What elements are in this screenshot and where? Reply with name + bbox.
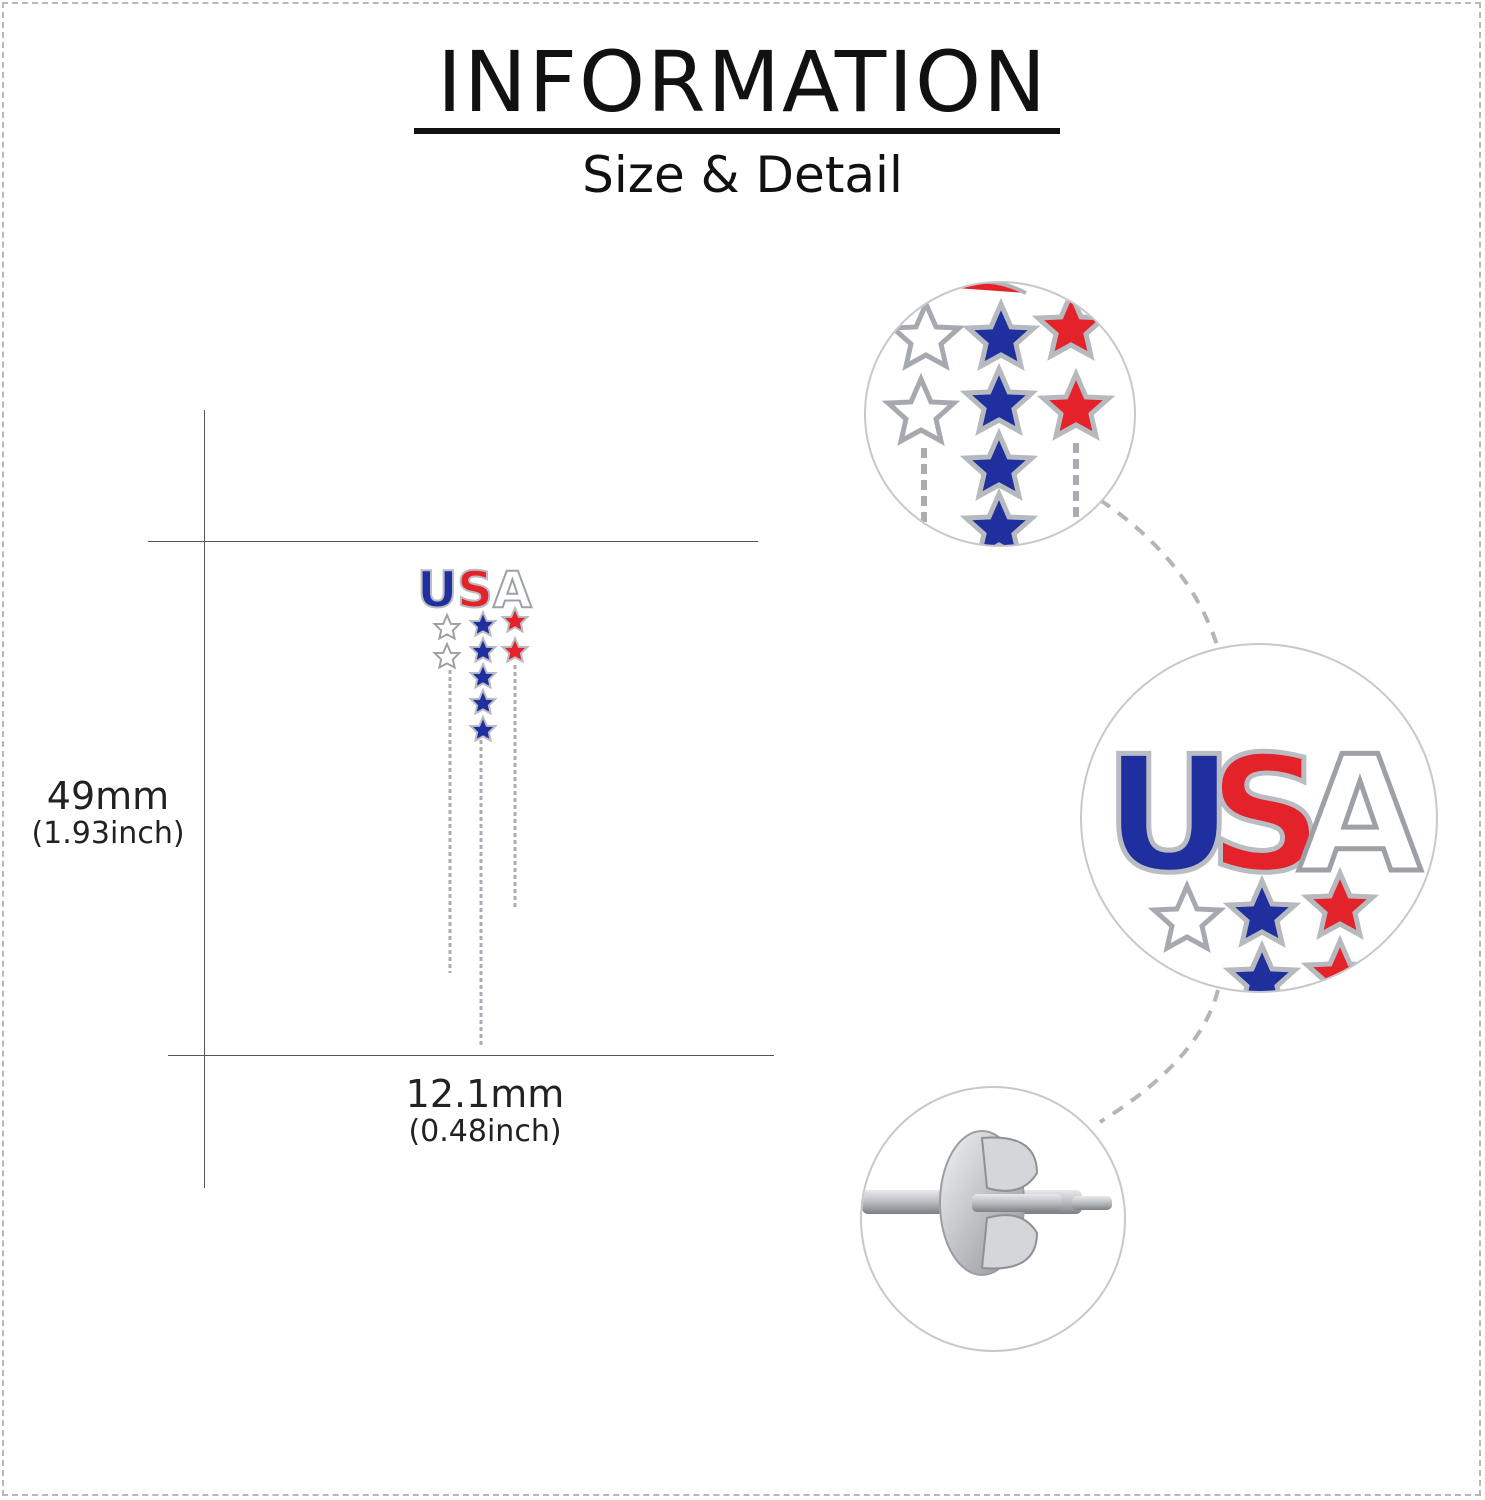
page-subtitle: Size & Detail — [582, 146, 903, 204]
svg-text:A: A — [1298, 721, 1422, 908]
detail-circle-post — [860, 1086, 1126, 1352]
earring-letter-s: S — [457, 561, 493, 619]
star-red — [501, 637, 529, 663]
svg-text:U: U — [1104, 721, 1234, 908]
earring-product-image: U S A — [405, 545, 555, 1055]
width-inch-label: (0.48inch) — [408, 1114, 562, 1149]
svg-text:S: S — [1208, 721, 1323, 908]
earring-letter-u: U — [417, 561, 458, 619]
page-title: INFORMATION — [437, 33, 1048, 131]
title-underline — [414, 128, 1060, 134]
connector-lines — [1080, 490, 1230, 1140]
height-inch-label: (1.93inch) — [31, 816, 185, 851]
width-mm-label: 12.1mm — [405, 1072, 565, 1116]
top-dimension-line — [148, 541, 758, 542]
detail-circle-stars — [864, 281, 1136, 547]
star-blue — [469, 637, 497, 663]
vertical-dimension-line — [204, 410, 205, 1188]
star-blue — [469, 716, 497, 742]
star-blue — [469, 663, 497, 689]
bottom-dimension-line — [168, 1055, 774, 1056]
earring-letter-a: A — [493, 561, 532, 619]
star-blue — [469, 689, 497, 715]
star-white — [433, 643, 461, 669]
height-mm-label: 49mm — [46, 774, 170, 818]
detail-circle-usa: U S A — [1080, 643, 1438, 993]
